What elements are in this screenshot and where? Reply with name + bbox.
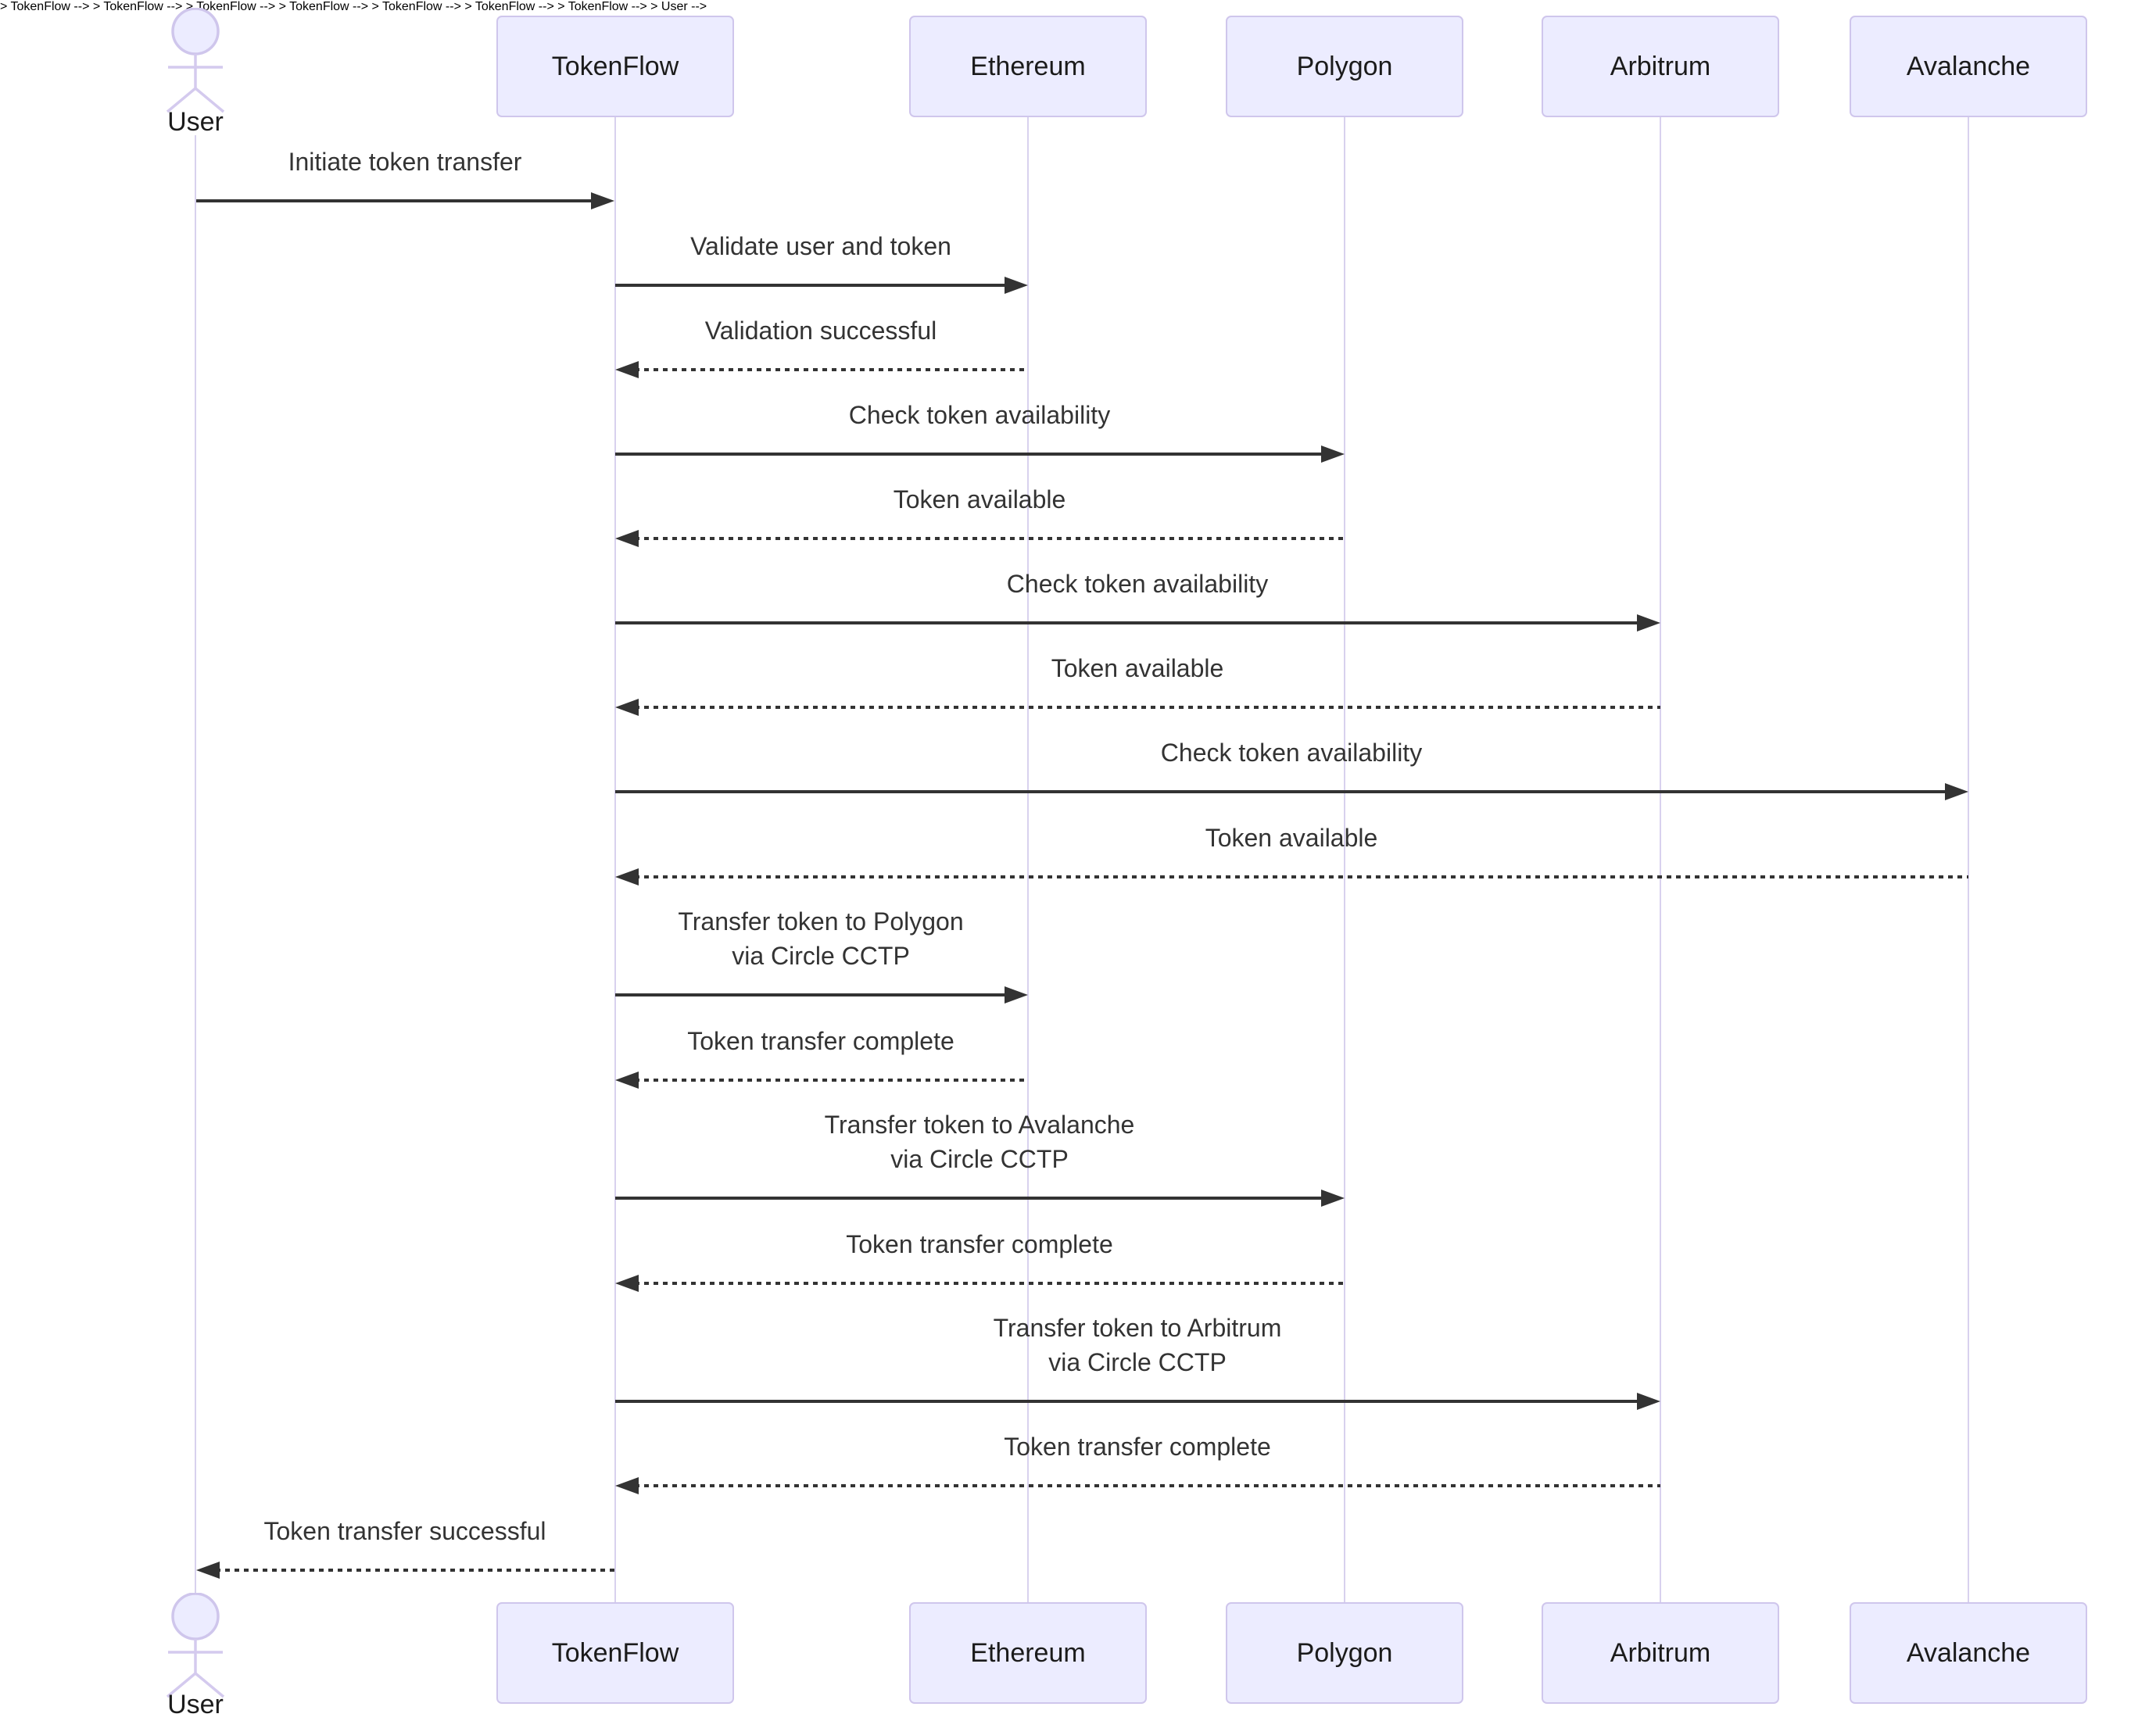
arrowhead-icon xyxy=(1005,986,1028,1004)
lifeline-polygon xyxy=(1344,117,1345,1602)
message-label: Token transfer complete xyxy=(846,1230,1113,1258)
participant-label: Ethereum xyxy=(970,51,1086,81)
actor-label-user-top: User xyxy=(167,107,224,137)
arrowhead-icon xyxy=(1321,445,1345,463)
user-actor-icon xyxy=(166,1593,225,1698)
participant-box-avalanche-top: Avalanche xyxy=(1850,16,2087,117)
lifeline-avalanche xyxy=(1968,117,1969,1602)
message-label: Token transfer successful xyxy=(263,1517,546,1545)
arrowhead-icon xyxy=(615,1072,639,1089)
message-label: Transfer token to Avalanche via Circle C… xyxy=(628,1107,1331,1176)
message-label-line2: via Circle CCTP xyxy=(890,1145,1069,1173)
participant-box-arbitrum-bottom: Arbitrum xyxy=(1542,1602,1779,1704)
message-label: Token available xyxy=(1051,654,1224,682)
arrowhead-icon xyxy=(1637,1393,1660,1410)
participant-label: Polygon xyxy=(1296,51,1393,81)
participant-label: Polygon xyxy=(1296,1637,1393,1668)
arrowhead-icon xyxy=(1005,277,1028,294)
message-line xyxy=(615,284,1008,287)
arrowhead-icon xyxy=(591,192,614,209)
arrowhead-icon xyxy=(615,361,639,378)
message-line xyxy=(635,1282,1345,1285)
message-label: Transfer token to Arbitrum via Circle CC… xyxy=(786,1311,1489,1379)
message-line xyxy=(615,993,1008,996)
participant-box-polygon-top: Polygon xyxy=(1226,16,1463,117)
message-line xyxy=(635,368,1028,371)
participant-box-ethereum-bottom: Ethereum xyxy=(909,1602,1147,1704)
participant-label: TokenFlow xyxy=(551,1637,679,1668)
message-line xyxy=(615,1197,1324,1200)
message-line xyxy=(635,1484,1660,1487)
message-label: Transfer token to Polygon via Circle CCT… xyxy=(469,904,1173,973)
arrowhead-icon xyxy=(1945,783,1968,800)
participant-label: Avalanche xyxy=(1906,51,2031,81)
arrowhead-icon xyxy=(615,530,639,547)
participant-box-tokenflow-bottom: TokenFlow xyxy=(496,1602,734,1704)
participant-label: Arbitrum xyxy=(1610,51,1711,81)
user-actor-icon xyxy=(166,8,225,113)
message-label-line1: Transfer token to Avalanche xyxy=(824,1111,1135,1139)
message-label-line1: Transfer token to Polygon xyxy=(678,907,964,936)
message-label: Token available xyxy=(1205,824,1378,852)
message-label-line1: Transfer token to Arbitrum xyxy=(993,1314,1282,1342)
participant-label: Avalanche xyxy=(1906,1637,2031,1668)
message-label: Token transfer complete xyxy=(1004,1433,1271,1461)
message-label-line2: via Circle CCTP xyxy=(732,942,910,970)
arrowhead-icon xyxy=(615,1275,639,1292)
participant-box-avalanche-bottom: Avalanche xyxy=(1850,1602,2087,1704)
lifeline-ethereum xyxy=(1027,117,1029,1602)
message-line xyxy=(615,790,1948,793)
message-line xyxy=(635,875,1968,878)
lifeline-arbitrum xyxy=(1660,117,1661,1602)
arrowhead-icon xyxy=(615,699,639,716)
arrowhead-icon xyxy=(1321,1190,1345,1207)
participant-label: TokenFlow xyxy=(551,51,679,81)
lifeline-user xyxy=(195,135,196,1594)
message-line xyxy=(635,706,1660,709)
arrowhead-icon xyxy=(1637,614,1660,632)
message-line xyxy=(615,1400,1640,1403)
message-line xyxy=(216,1569,614,1572)
message-label: Check token availability xyxy=(1006,570,1269,598)
message-line xyxy=(635,1079,1028,1082)
arrowhead-icon xyxy=(615,868,639,886)
actor-label-user-bottom: User xyxy=(167,1690,224,1719)
message-label: Check token availability xyxy=(1160,739,1423,767)
participant-box-polygon-bottom: Polygon xyxy=(1226,1602,1463,1704)
message-line xyxy=(635,537,1345,540)
message-line xyxy=(615,621,1640,624)
participant-box-ethereum-top: Ethereum xyxy=(909,16,1147,117)
message-label: Token transfer complete xyxy=(687,1027,954,1055)
message-label: Validate user and token xyxy=(690,232,951,260)
lifeline-tokenflow xyxy=(614,117,616,1602)
participant-box-arbitrum-top: Arbitrum xyxy=(1542,16,1779,117)
message-label: Validation successful xyxy=(704,317,937,345)
message-label: Initiate token transfer xyxy=(288,148,522,176)
participant-label: Ethereum xyxy=(970,1637,1086,1668)
participant-box-tokenflow-top: TokenFlow xyxy=(496,16,734,117)
message-label: Token available xyxy=(893,485,1066,513)
message-label-line2: via Circle CCTP xyxy=(1048,1348,1227,1376)
message-line xyxy=(615,453,1324,456)
arrowhead-icon xyxy=(615,1477,639,1494)
participant-label: Arbitrum xyxy=(1610,1637,1711,1668)
message-label: Check token availability xyxy=(848,401,1111,429)
arrowhead-icon xyxy=(196,1562,220,1579)
message-line xyxy=(196,199,594,202)
